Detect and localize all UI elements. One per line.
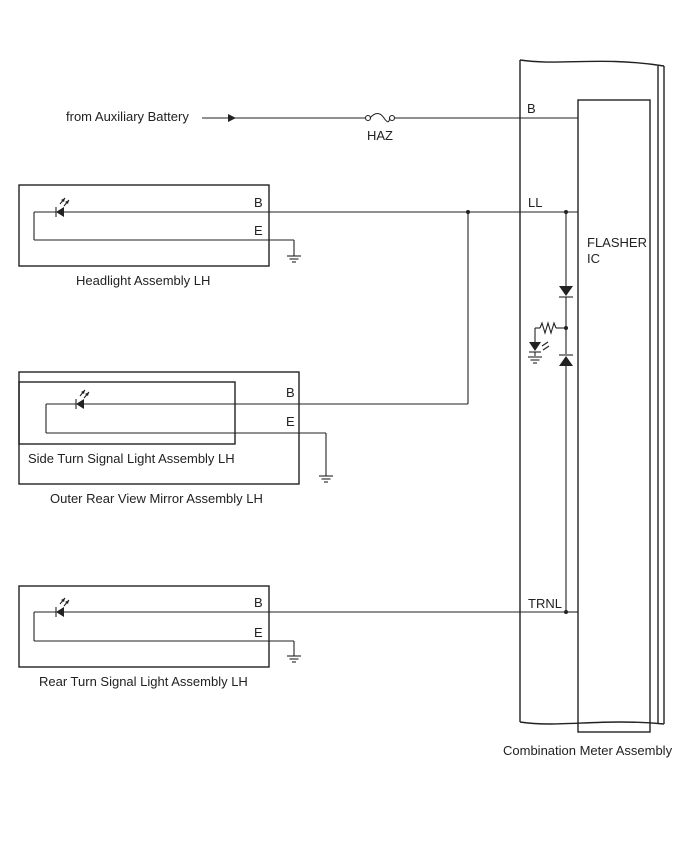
rear-turn-circuit: [33, 597, 566, 663]
ground-icon: [286, 255, 302, 263]
battery-supply-label: from Auxiliary Battery: [66, 109, 189, 124]
meter-pin-b: B: [527, 101, 536, 116]
side-turn-circuit: [45, 212, 469, 483]
arrow-right-icon: [228, 114, 236, 122]
side-turn-signal-box: [18, 381, 236, 445]
led-icon: [75, 389, 90, 410]
headlight-pin-e: E: [254, 223, 263, 238]
combination-meter-label: Combination Meter Assembly: [503, 743, 673, 758]
rear-pin-e: E: [254, 625, 263, 640]
rear-turn-signal-box: [18, 585, 270, 668]
rear-pin-b: B: [254, 595, 263, 610]
headlight-assembly-box: [18, 184, 270, 267]
flasher-ic-label-2: IC: [587, 251, 600, 266]
mirror-pin-b: B: [286, 385, 295, 400]
supply-wire: [202, 112, 578, 123]
fuse-haz-label: HAZ: [367, 128, 393, 143]
mirror-pin-e: E: [286, 414, 295, 429]
led-icon: [55, 597, 70, 618]
led-icon: [55, 197, 70, 218]
ground-icon: [318, 475, 334, 483]
flasher-internal-circuit: [527, 212, 578, 614]
fuse-icon: [369, 112, 391, 123]
combination-meter-assembly: [519, 59, 665, 733]
flasher-ic-label-1: FLASHER: [587, 235, 647, 250]
ground-icon: [527, 356, 543, 364]
headlight-pin-b: B: [254, 195, 263, 210]
rear-turn-signal-label: Rear Turn Signal Light Assembly LH: [39, 674, 248, 689]
mirror-assembly-label: Outer Rear View Mirror Assembly LH: [50, 491, 263, 506]
meter-pin-trnl: TRNL: [528, 596, 562, 611]
resistor-icon: [539, 321, 557, 335]
led-indicator-icon: [529, 342, 541, 351]
headlight-circuit: [33, 197, 578, 263]
mirror-assembly-box: [18, 371, 300, 485]
diode-icon: [559, 356, 573, 366]
meter-pin-ll: LL: [528, 195, 542, 210]
diode-icon: [559, 286, 573, 296]
ground-icon: [286, 655, 302, 663]
side-turn-signal-label: Side Turn Signal Light Assembly LH: [28, 451, 235, 466]
headlight-assembly-label: Headlight Assembly LH: [76, 273, 210, 288]
flasher-ic-box: [577, 99, 651, 733]
